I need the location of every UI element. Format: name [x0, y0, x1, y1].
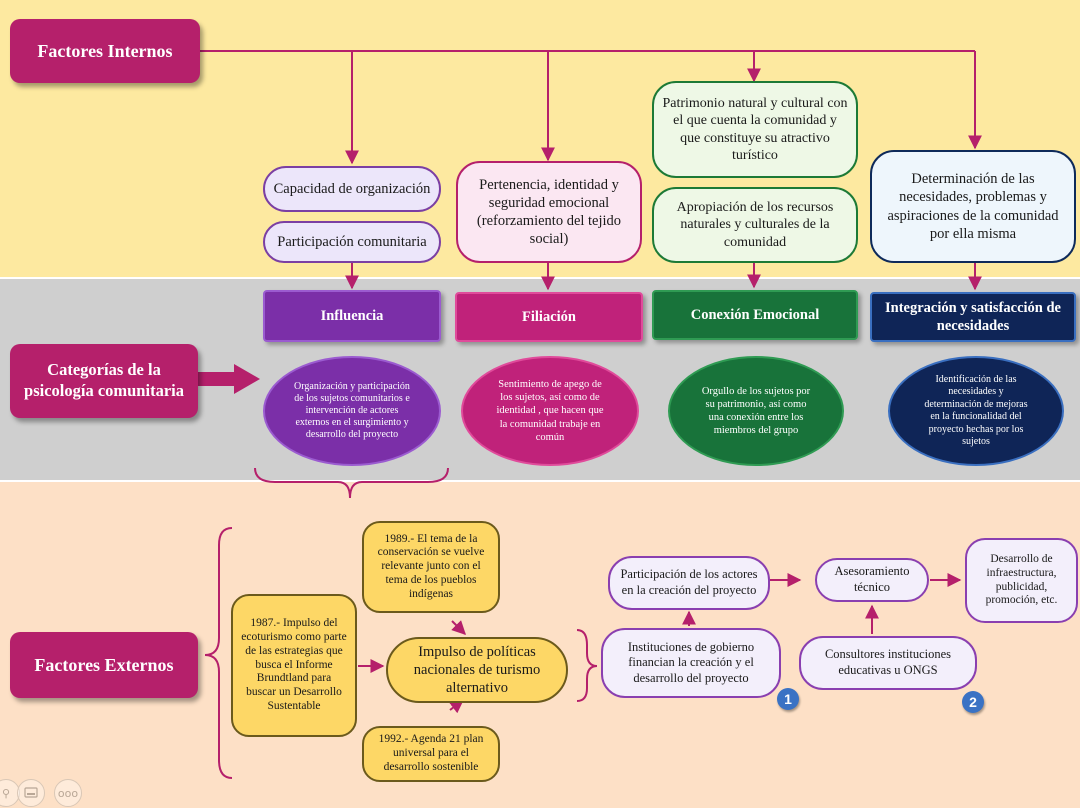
- more-options-control[interactable]: ooo: [54, 779, 82, 807]
- influencia-description: Organización y participación de los suje…: [263, 356, 441, 466]
- determinacion-node: Determinación de las necesidades, proble…: [870, 150, 1076, 263]
- internal-factors-title: Factores Internos: [10, 19, 200, 83]
- instituciones-node: Instituciones de gobierno financian la c…: [601, 628, 781, 698]
- patrimonio-node: Patrimonio natural y cultural con el que…: [652, 81, 858, 178]
- consultores-node: Consultores instituciones educativas u O…: [799, 636, 977, 690]
- more-options-icon: ooo: [57, 786, 79, 800]
- participacion-node: Participación comunitaria: [263, 221, 441, 263]
- zoom-icon: ⚲: [1, 786, 11, 800]
- influencia-category: Influencia: [263, 290, 441, 342]
- external-factors-title: Factores Externos: [10, 632, 198, 698]
- participacion-actores-node: Participación de los actores en la creac…: [608, 556, 770, 610]
- asesoramiento-node: Asesoramiento técnico: [815, 558, 929, 602]
- event-1987-node: 1987.- Impulso del ecoturismo como parte…: [231, 594, 357, 737]
- integracion-description: Identificación de las necesidades y dete…: [888, 356, 1064, 466]
- conexion-description: Orgullo de los sujetos por su patrimonio…: [668, 356, 844, 466]
- capacidad-node: Capacidad de organización: [263, 166, 441, 212]
- desarrollo-node: Desarrollo de infraestructura, publicida…: [965, 538, 1078, 623]
- event-1992-node: 1992.- Agenda 21 plan universal para el …: [362, 726, 500, 782]
- categories-title: Categorías de la psicología comunitaria: [10, 344, 198, 418]
- apropiacion-node: Apropiación de los recursos naturales y …: [652, 187, 858, 263]
- pertenencia-node: Pertenencia, identidad y seguridad emoci…: [456, 161, 642, 263]
- filiacion-category: Filiación: [455, 292, 643, 342]
- impulso-node: Impulso de políticas nacionales de turis…: [386, 637, 568, 703]
- screen-control[interactable]: [17, 779, 45, 807]
- step-badge-1: 1: [777, 688, 799, 710]
- step-badge-2: 2: [962, 691, 984, 713]
- integracion-category: Integración y satisfacción de necesidade…: [870, 292, 1076, 342]
- event-1989-node: 1989.- El tema de la conservación se vue…: [362, 521, 500, 613]
- screen-icon: [24, 787, 38, 798]
- conexion-category: Conexión Emocional: [652, 290, 858, 340]
- filiacion-description: Sentimiento de apego de los sujetos, así…: [461, 356, 639, 466]
